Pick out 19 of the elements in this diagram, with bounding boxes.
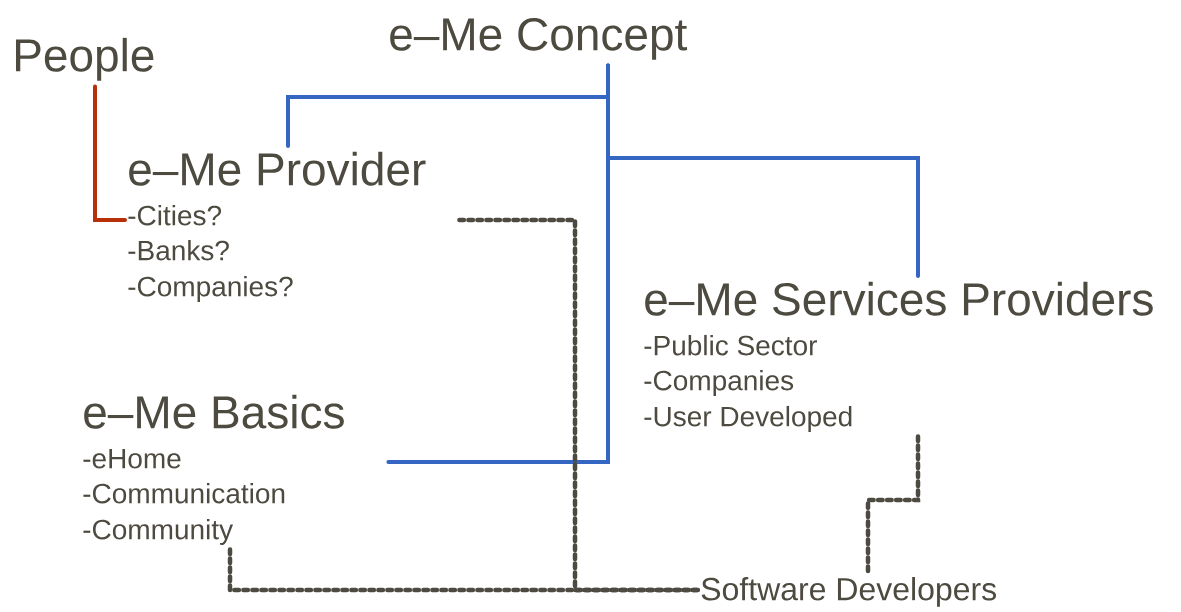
heading: People — [16, 37, 154, 81]
connector-line — [93, 84, 127, 222]
heading: e–Me Basics — [84, 394, 344, 429]
list-item: -Companies — [644, 369, 794, 396]
list-item: -Companies? — [128, 275, 293, 302]
list-item: -User Developed — [644, 405, 852, 432]
list-item: -Cities? — [128, 204, 222, 226]
heading: e–Me Services Providers — [645, 281, 1153, 316]
list-item: -Public Sector — [644, 334, 817, 356]
heading: e–Me Concept — [390, 18, 687, 60]
list-item: -Community — [83, 518, 234, 545]
list-item: -Communication — [83, 482, 285, 504]
node-label: Software Developers — [701, 577, 996, 607]
list-item: -eHome — [83, 448, 181, 469]
heading: e–Me Provider — [129, 151, 426, 186]
connector-line — [386, 63, 610, 464]
connector-line — [865, 434, 921, 575]
list-item: -Banks? — [128, 239, 229, 261]
connector-line — [227, 547, 701, 593]
